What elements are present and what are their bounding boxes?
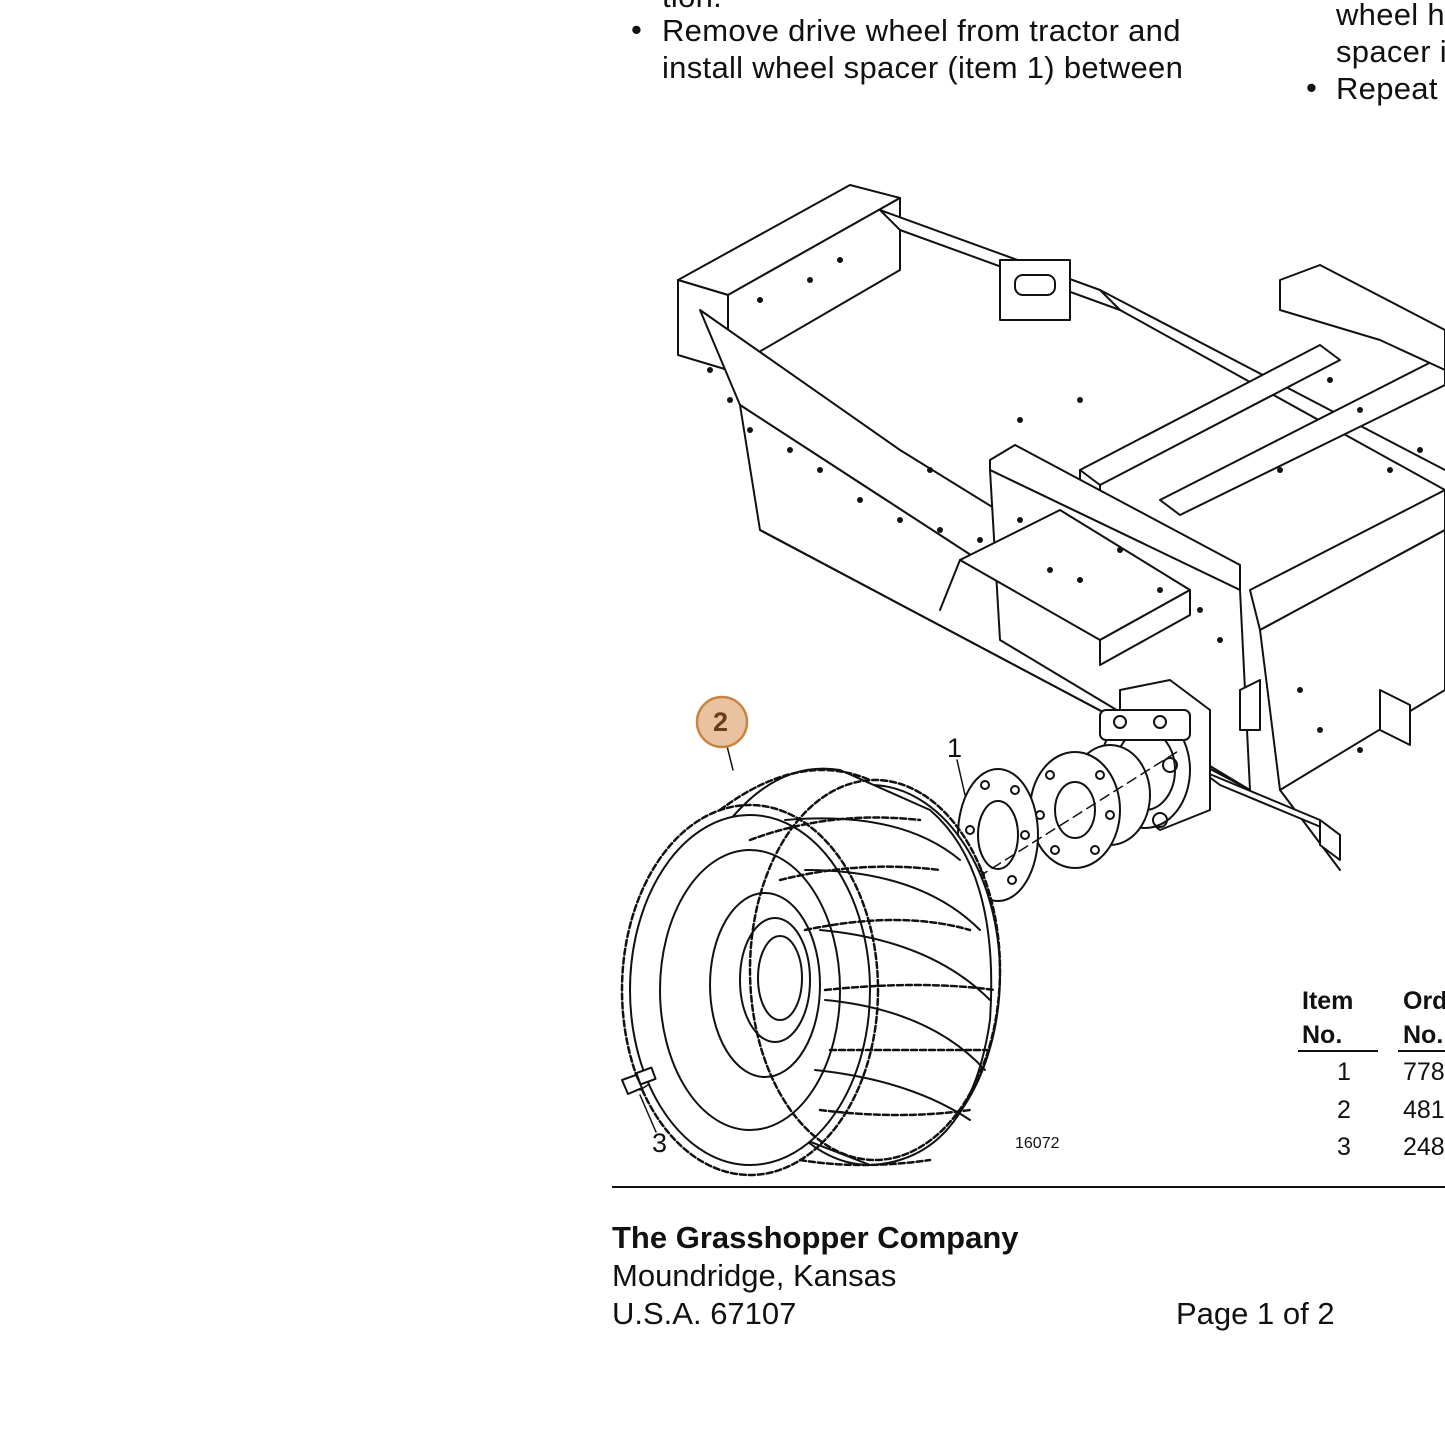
callout-2-highlight	[695, 695, 749, 749]
tire-chain	[620, 768, 1002, 1177]
table-header-order: Ord	[1403, 987, 1445, 1015]
instruction-line: spacer i	[1336, 34, 1445, 69]
instruction-line: Repeat	[1336, 71, 1438, 106]
company-country-zip: U.S.A. 67107	[612, 1296, 797, 1331]
table-cell-order: 248	[1403, 1133, 1445, 1161]
instruction-line: install wheel spacer (item 1) between	[662, 50, 1184, 85]
table-header-item: Item	[1302, 987, 1354, 1015]
company-name: The Grasshopper Company	[612, 1220, 1019, 1255]
text-fragment-top: tion.	[662, 0, 722, 16]
table-header-order: No.	[1403, 1021, 1444, 1049]
company-city: Moundridge, Kansas	[612, 1258, 897, 1293]
table-cell-item: 2	[1337, 1096, 1351, 1124]
instruction-line: Remove drive wheel from tractor and	[662, 13, 1181, 48]
wheel-hub	[1029, 744, 1151, 869]
table-header-rule	[1298, 1050, 1378, 1052]
callout-label-1: 1	[947, 733, 963, 763]
footer-rule	[612, 1186, 1445, 1188]
instruction-line: wheel h	[1336, 0, 1445, 32]
callout-label-2: 2	[713, 707, 729, 737]
tire-with-chains	[629, 767, 1001, 1166]
bullet-marker: •	[1306, 70, 1317, 105]
lug-bolt	[621, 1066, 657, 1095]
callout-label-3: 3	[652, 1128, 668, 1158]
table-cell-item: 1	[1337, 1058, 1351, 1086]
table-header-rule	[1398, 1050, 1445, 1052]
table-cell-order: 481	[1403, 1096, 1445, 1124]
table-header-item: No.	[1302, 1021, 1343, 1049]
page-number: Page 1 of 2	[1176, 1296, 1335, 1331]
table-cell-item: 3	[1337, 1133, 1351, 1161]
bullet-marker: •	[631, 12, 642, 47]
parts-diagram	[620, 184, 1445, 1177]
table-cell-order: 778	[1403, 1058, 1445, 1086]
figure-number: 16072	[1015, 1135, 1060, 1152]
